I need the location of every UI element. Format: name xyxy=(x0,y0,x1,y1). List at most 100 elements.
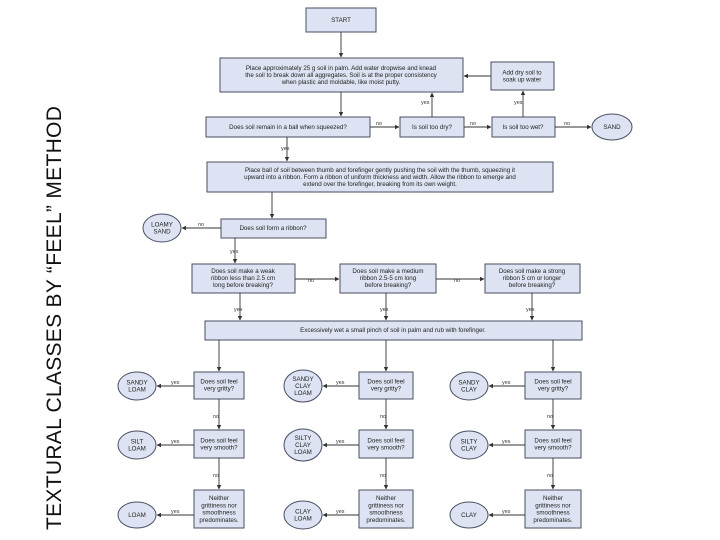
label-line: Does soil remain in a ball when squeezed… xyxy=(229,124,347,131)
ball-label: Does soil remain in a ball when squeezed… xyxy=(229,124,347,131)
label-line: smoothness xyxy=(536,510,569,517)
label-line: Neither xyxy=(376,495,396,502)
node-labels: START Place approximately 25 g soil in p… xyxy=(126,17,621,524)
edge-label-yes: yes xyxy=(336,509,345,515)
label-line: Is soil too wet? xyxy=(503,124,544,131)
place-label: Place approximately 25 g soil in palm. A… xyxy=(245,65,437,86)
edge-label-no: no xyxy=(213,414,219,420)
label-line: START xyxy=(331,17,351,24)
label-line: LOAM xyxy=(294,516,312,523)
label-line: LOAMY xyxy=(151,221,173,228)
label-line: smoothness xyxy=(202,510,235,517)
form-ribbon-box xyxy=(220,218,327,239)
label-line: LOAM xyxy=(128,446,146,453)
label-line: soak up water xyxy=(503,77,542,84)
loam-label: LOAM xyxy=(128,512,146,519)
medium-ribbon-box xyxy=(339,263,437,294)
clay-node xyxy=(449,501,489,529)
too-dry-label: Is soil too dry? xyxy=(412,124,452,131)
label-line: SILTY xyxy=(461,438,478,445)
start-box xyxy=(305,7,377,33)
edge-label-no: no xyxy=(198,222,204,228)
edge-label-yes: yes xyxy=(171,509,180,515)
silty-clay-loam-node xyxy=(283,428,323,462)
sandy-clay-loam-node xyxy=(283,369,323,403)
label-line: very smooth? xyxy=(534,445,572,452)
edge-label-yes: yes xyxy=(281,146,290,152)
edge-label-no: no xyxy=(380,414,386,420)
label-line: Does soil make a medium xyxy=(352,268,423,275)
edge-label-no: no xyxy=(213,473,219,479)
sandy-clay-node xyxy=(449,371,489,401)
silty-clay-node xyxy=(449,430,489,460)
edge-label-yes: yes xyxy=(526,307,535,313)
edge-label-yes: yes xyxy=(514,100,523,106)
edge-label-no: no xyxy=(547,473,553,479)
ribbon-instructions-label: Place ball of soil between thumb and for… xyxy=(244,167,516,188)
label-line: Does soil feel xyxy=(534,437,571,444)
label-line: CLAY xyxy=(295,383,311,390)
label-line: grittiness nor xyxy=(368,502,403,509)
label-line: Add dry soil to xyxy=(502,69,542,76)
neither-box-2 xyxy=(358,489,414,529)
form-ribbon-label: Does soil form a ribbon? xyxy=(239,225,307,232)
edge-label-no: no xyxy=(376,121,382,127)
label-line: LOAM xyxy=(294,449,312,456)
label-line: Neither xyxy=(543,495,563,502)
label-line: Does soil form a ribbon? xyxy=(239,225,307,232)
start-label: START xyxy=(331,17,351,24)
edge-label-no: no xyxy=(564,121,570,127)
label-line: before breaking? xyxy=(365,282,412,289)
label-line: predominates. xyxy=(533,517,572,524)
label-line: SANDY xyxy=(126,379,147,386)
label-line: predominates. xyxy=(199,517,238,524)
label-line: Place ball of soil between thumb and for… xyxy=(245,167,515,174)
label-line: very gritty? xyxy=(204,386,235,393)
edge-label-no: no xyxy=(308,278,314,284)
clay-label: CLAY xyxy=(461,512,477,519)
edge-label-yes: yes xyxy=(421,100,430,106)
label-line: extend over the forefinger, breaking fro… xyxy=(303,181,457,188)
edge-label-yes: yes xyxy=(336,380,345,386)
label-line: Does soil feel xyxy=(534,378,571,385)
smooth-box-2 xyxy=(358,429,414,459)
label-line: LOAM xyxy=(128,512,146,519)
label-line: Does soil feel xyxy=(200,437,237,444)
label-line: SILTY xyxy=(295,435,312,442)
label-line: SILT xyxy=(131,438,144,445)
edge-label-yes: yes xyxy=(230,249,239,255)
label-line: Does soil make a strong xyxy=(499,268,566,275)
edge-label-no: no xyxy=(547,414,553,420)
edge-label-no: no xyxy=(454,278,460,284)
edge-label-yes: yes xyxy=(502,380,511,386)
smooth-box-1 xyxy=(193,429,245,459)
edge-label-yes: yes xyxy=(171,380,180,386)
wet-rub-box xyxy=(204,320,583,341)
sandy-loam-node xyxy=(117,371,157,401)
label-line: Does soil feel xyxy=(367,378,404,385)
too-wet-label: Is soil too wet? xyxy=(503,124,544,131)
label-line: CLAY xyxy=(295,508,311,515)
weak-ribbon-box xyxy=(191,263,296,294)
label-line: before breaking? xyxy=(509,282,556,289)
edge-label-yes: yes xyxy=(234,307,243,313)
edge-label-yes: yes xyxy=(171,439,180,445)
label-line: ribbon 2.5-5 cm long xyxy=(360,275,417,282)
